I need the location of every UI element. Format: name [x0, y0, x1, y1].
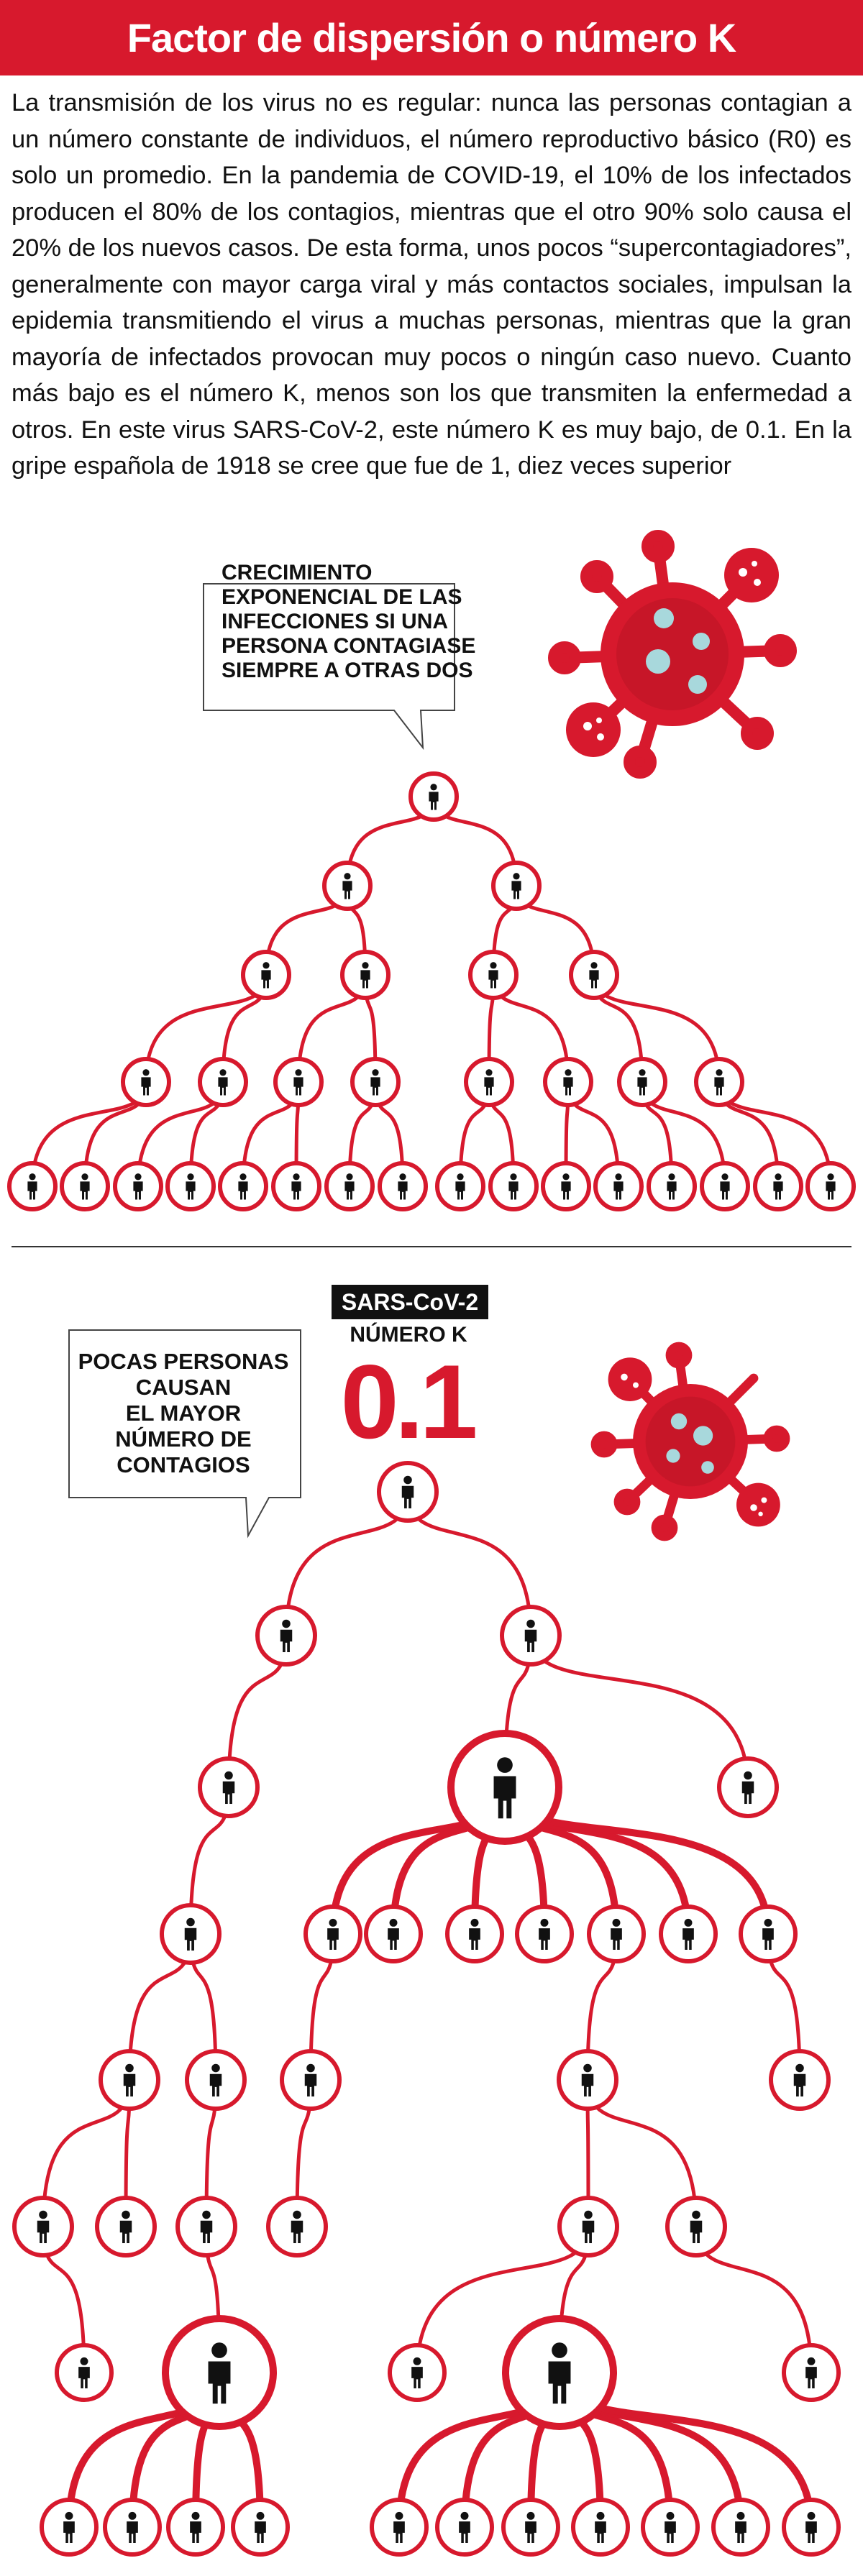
person-node: [782, 2343, 841, 2402]
callout-bottom-line-2: CAUSAN: [136, 1375, 232, 1400]
person-node: [185, 2049, 247, 2111]
virus-label: SARS-CoV-2: [342, 1289, 478, 1315]
person-node: [557, 2049, 618, 2111]
person-node: [378, 1161, 428, 1211]
person-node: [445, 1905, 504, 1963]
exponential-tree: [7, 771, 856, 1211]
person-node: [717, 1756, 779, 1818]
person-node: [541, 1161, 591, 1211]
title-bar: Factor de dispersión o número K: [0, 0, 863, 75]
intro-paragraph: La transmisión de los virus no es regula…: [12, 89, 851, 480]
section-divider: [12, 1246, 851, 1247]
person-node: [55, 2343, 114, 2402]
callout-top-line-3: INFECCIONES SI UNA: [222, 610, 448, 633]
person-node: [103, 2498, 162, 2557]
person-node: [99, 2049, 160, 2111]
person-node: [162, 2315, 277, 2430]
person-node: [665, 2196, 727, 2258]
person-node: [60, 1161, 110, 1211]
person-node: [515, 1905, 574, 1963]
person-node: [464, 1057, 514, 1107]
person-node: [364, 1905, 423, 1963]
callout-top-line-2: EXPONENCIAL DE LAS: [222, 585, 462, 609]
person-node: [198, 1057, 248, 1107]
k-value: 0.1: [341, 1343, 476, 1460]
person-node: [782, 2498, 841, 2557]
callout-top-line-4: PERSONA CONTAGIASE: [222, 634, 475, 658]
person-node: [175, 2196, 237, 2258]
person-node: [12, 2196, 74, 2258]
person-node: [805, 1161, 856, 1211]
callout-bottom: POCAS PERSONAS CAUSAN EL MAYOR NÚMERO DE…: [68, 1329, 301, 1539]
k-indicator: SARS-CoV-2 NÚMERO K 0.1: [332, 1285, 488, 1460]
person-node: [435, 1161, 485, 1211]
person-node: [350, 1057, 401, 1107]
virus-icon: [590, 1342, 790, 1541]
callout-bottom-line-3: EL MAYOR: [126, 1401, 241, 1426]
person-node: [113, 1161, 163, 1211]
person-node: [769, 2049, 831, 2111]
person-node: [557, 2196, 619, 2258]
person-node: [641, 2498, 700, 2557]
person-node: [255, 1605, 317, 1667]
callout-top-line-5: SIEMPRE A OTRAS DOS: [222, 659, 472, 682]
person-node: [165, 1161, 216, 1211]
person-node: [501, 2498, 560, 2557]
person-node: [447, 1730, 562, 1845]
person-node: [739, 1905, 798, 1963]
person-node: [95, 2196, 157, 2258]
person-node: [160, 1903, 222, 1965]
callout-bottom-line-5: CONTAGIOS: [117, 1452, 250, 1477]
person-node: [377, 1461, 439, 1523]
person-node: [488, 1161, 539, 1211]
person-node: [491, 861, 542, 911]
person-node: [502, 2315, 617, 2430]
person-node: [322, 861, 373, 911]
person-node: [753, 1161, 803, 1211]
person-node: [266, 2196, 328, 2258]
callout-bottom-line-4: NÚMERO DE: [115, 1426, 251, 1452]
person-node: [700, 1161, 750, 1211]
person-node: [435, 2498, 494, 2557]
k-dispersion-tree: [12, 1461, 841, 2557]
callout-top: CRECIMIENTO EXPONENCIAL DE LAS INFECCION…: [203, 561, 475, 751]
person-node: [166, 2498, 225, 2557]
person-node: [241, 950, 291, 1000]
person-node: [593, 1161, 644, 1211]
person-node: [694, 1057, 744, 1107]
person-node: [659, 1905, 718, 1963]
person-node: [711, 2498, 770, 2557]
person-node: [543, 1057, 593, 1107]
person-node: [571, 2498, 630, 2557]
person-node: [303, 1905, 362, 1963]
person-node: [569, 950, 619, 1000]
person-node: [647, 1161, 697, 1211]
callout-bottom-line-1: POCAS PERSONAS: [78, 1349, 289, 1374]
person-node: [370, 2498, 429, 2557]
person-node: [468, 950, 519, 1000]
person-node: [231, 2498, 290, 2557]
person-node: [198, 1756, 260, 1818]
person-node: [7, 1161, 58, 1211]
person-node: [271, 1161, 321, 1211]
callout-top-line-1: CRECIMIENTO: [222, 561, 372, 585]
person-node: [340, 950, 391, 1000]
person-node: [273, 1057, 324, 1107]
person-node: [40, 2498, 99, 2557]
virus-icon: [548, 530, 797, 779]
person-node: [388, 2343, 447, 2402]
transmission-link: [529, 1635, 750, 1788]
person-node: [218, 1161, 268, 1211]
k-label: NÚMERO K: [350, 1322, 467, 1347]
person-node: [500, 1605, 562, 1667]
page-title: Factor de dispersión o número K: [127, 15, 736, 60]
person-node: [324, 1161, 375, 1211]
person-node: [280, 2049, 342, 2111]
person-node: [121, 1057, 171, 1107]
person-node: [617, 1057, 667, 1107]
person-node: [587, 1905, 646, 1963]
person-node: [408, 771, 459, 822]
virus-label-badge: [332, 1285, 488, 1319]
